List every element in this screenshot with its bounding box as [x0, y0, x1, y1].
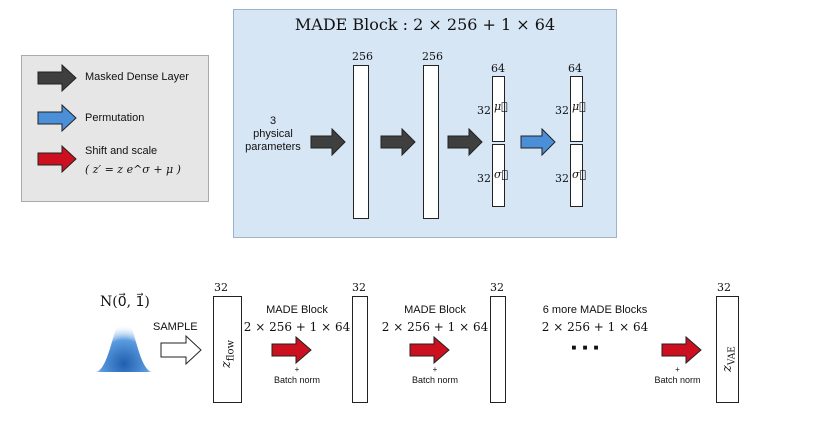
made-out1-sigma-size: 32 — [477, 172, 491, 185]
made-layer2 — [423, 65, 439, 219]
flow-red-arrow2-icon — [409, 335, 450, 365]
gaussian-bell-icon — [95, 316, 153, 372]
made-out2-sigma-symbol: σ⃗ — [572, 168, 587, 181]
made-arrow2-icon — [380, 127, 416, 157]
made-out2-mu — [570, 76, 583, 142]
made-input-label: 3 physical parameters — [245, 115, 301, 153]
made-out2-mu-size: 32 — [555, 104, 569, 117]
flow-red-arrow3-icon — [661, 335, 702, 365]
flow-made1-plus: + — [294, 365, 300, 374]
flow-made2-title: MADE Block — [404, 304, 466, 316]
flow-layer3 — [490, 296, 506, 403]
flow-made2-batch-norm: Batch norm — [411, 375, 459, 385]
flow-zflow-layer — [213, 296, 242, 403]
flow-ellipsis: ■ ■ ■ — [571, 343, 601, 352]
flow-zvae-layer — [716, 296, 739, 403]
flow-made3-batch-norm: Batch norm — [654, 375, 701, 385]
legend-red-arrow-icon — [37, 144, 77, 174]
legend-dark-arrow-icon — [37, 63, 77, 93]
made-out2-sigma — [570, 144, 583, 207]
made-block-title: MADE Block : 2 × 256 + 1 × 64 — [294, 15, 556, 34]
made-out1-sigma — [492, 144, 505, 207]
made-arrow-permutation-icon — [520, 127, 556, 157]
made-layer1 — [353, 65, 369, 219]
flow-made3-title: 6 more MADE Blocks — [542, 304, 648, 316]
flow-layer3-size: 32 — [490, 281, 504, 294]
made-out2-mu-symbol: μ⃗ — [572, 100, 586, 113]
made-arrow1-icon — [310, 127, 346, 157]
flow-made1-formula: 2 × 256 + 1 × 64 — [243, 320, 351, 334]
made-out2-size: 64 — [568, 62, 582, 75]
flow-prior-label: N(0⃗, 1⃗) — [100, 294, 150, 310]
made-out1-size: 64 — [491, 62, 505, 75]
flow-layer2 — [352, 296, 368, 403]
flow-sample-label: SAMPLE — [153, 321, 198, 333]
legend-masked-dense-label: Masked Dense Layer — [85, 71, 189, 83]
made-layer1-size: 256 — [352, 50, 373, 63]
flow-made2-plus: + — [432, 365, 438, 374]
flow-made2-formula: 2 × 256 + 1 × 64 — [381, 320, 489, 334]
flow-red-arrow1-icon — [271, 335, 312, 365]
made-out1-mu — [492, 76, 505, 142]
legend-permutation-label: Permutation — [85, 112, 145, 124]
flow-made1-title: MADE Block — [266, 304, 328, 316]
flow-made3-formula: 2 × 256 + 1 × 64 — [541, 320, 649, 334]
made-out1-mu-size: 32 — [477, 104, 491, 117]
made-out1-sigma-symbol: σ⃗ — [494, 168, 509, 181]
flow-made1-batch-norm: Batch norm — [273, 375, 321, 385]
made-out2-sigma-size: 32 — [555, 172, 569, 185]
made-layer2-size: 256 — [422, 50, 443, 63]
made-out1-mu-symbol: μ⃗ — [494, 100, 508, 113]
legend-shift-scale-label: Shift and scale — [85, 145, 158, 157]
made-arrow3-icon — [447, 127, 483, 157]
flow-zflow-size: 32 — [214, 281, 228, 294]
legend-blue-arrow-icon — [37, 103, 77, 133]
legend-shift-scale-formula: ( z′ = z e^σ + μ ) — [85, 163, 181, 176]
sample-arrow-icon — [160, 334, 202, 366]
flow-zvae-size: 32 — [717, 281, 731, 294]
flow-made3-plus: + — [675, 365, 680, 374]
flow-layer2-size: 32 — [352, 281, 366, 294]
